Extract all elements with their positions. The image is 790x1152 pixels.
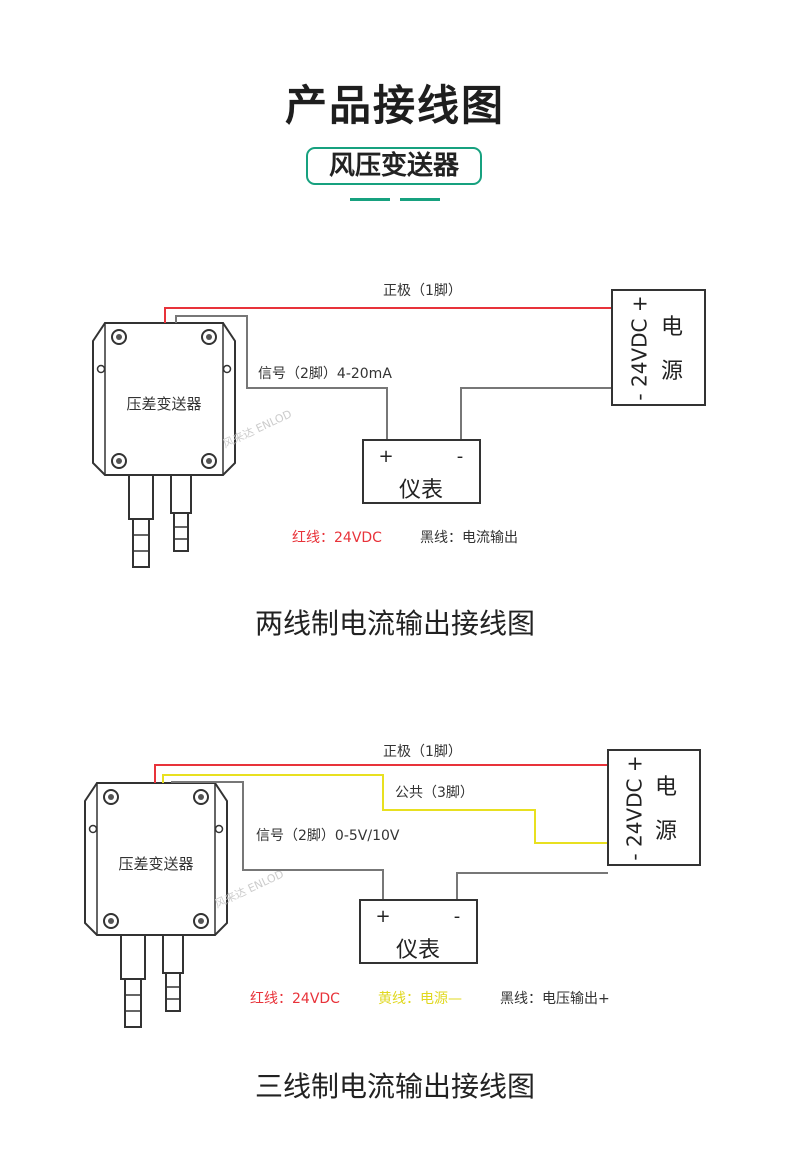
red-wire	[164, 307, 612, 323]
return-wire	[456, 872, 608, 900]
return-wire	[460, 387, 612, 440]
device-label: 压差变送器	[118, 855, 193, 873]
power-label: 电	[661, 315, 683, 340]
meter-label: 仪表	[396, 938, 440, 963]
legend-red: 红线：24VDC	[292, 530, 382, 546]
meter-plus: +	[375, 906, 390, 927]
legend-black: 黑线：电压输出+	[500, 991, 610, 1007]
signal-wire	[175, 315, 388, 440]
wire-label-positive: 正极（1脚）	[383, 744, 462, 760]
transmitter-device	[92, 322, 236, 568]
signal-wire	[171, 781, 384, 900]
wire-label-signal: 信号（2脚）4-20mA	[258, 366, 392, 382]
legend-yellow: 黄线：电源—	[378, 990, 462, 1007]
diagram-caption: 三线制电流输出接线图	[254, 1070, 535, 1103]
device-label: 压差变送器	[126, 395, 201, 413]
wire-label-signal: 信号（2脚）0-5V/10V	[256, 828, 400, 844]
diagram-three-wire: 压差变送器 风来达 ENLOD 正极（1脚） 公共（3脚） 信号（2脚）0-5V…	[84, 744, 701, 1028]
legend-black: 黑线：电流输出	[420, 530, 518, 546]
page-title: 产品接线图	[284, 81, 505, 130]
red-wire	[154, 764, 608, 783]
meter-minus: -	[457, 446, 464, 467]
meter-plus: +	[378, 446, 393, 467]
divider	[400, 198, 440, 201]
meter-label: 仪表	[399, 478, 443, 503]
diagram-caption: 两线制电流输出接线图	[254, 607, 535, 640]
meter-minus: -	[454, 906, 461, 927]
divider	[350, 198, 390, 201]
product-badge: 风压变送器	[306, 147, 482, 185]
legend-red: 红线：24VDC	[250, 991, 340, 1007]
power-voltage: - 24VDC +	[628, 295, 652, 400]
power-label: 电	[655, 775, 677, 800]
power-supply-box	[611, 289, 706, 406]
meter-box	[359, 899, 478, 964]
wire-label-positive: 正极（1脚）	[383, 283, 462, 299]
wire-label-common: 公共（3脚）	[395, 785, 474, 801]
transmitter-device	[84, 782, 228, 1028]
diagram-two-wire: 压差变送器 风来达 ENLOD 正极（1脚） 信号（2脚）4-20mA - 24…	[92, 283, 706, 568]
power-label: 源	[655, 819, 677, 844]
yellow-wire	[162, 774, 608, 844]
power-label: 源	[661, 359, 683, 384]
meter-box	[362, 439, 481, 504]
power-voltage: - 24VDC +	[623, 755, 647, 860]
power-supply-box	[607, 749, 701, 866]
